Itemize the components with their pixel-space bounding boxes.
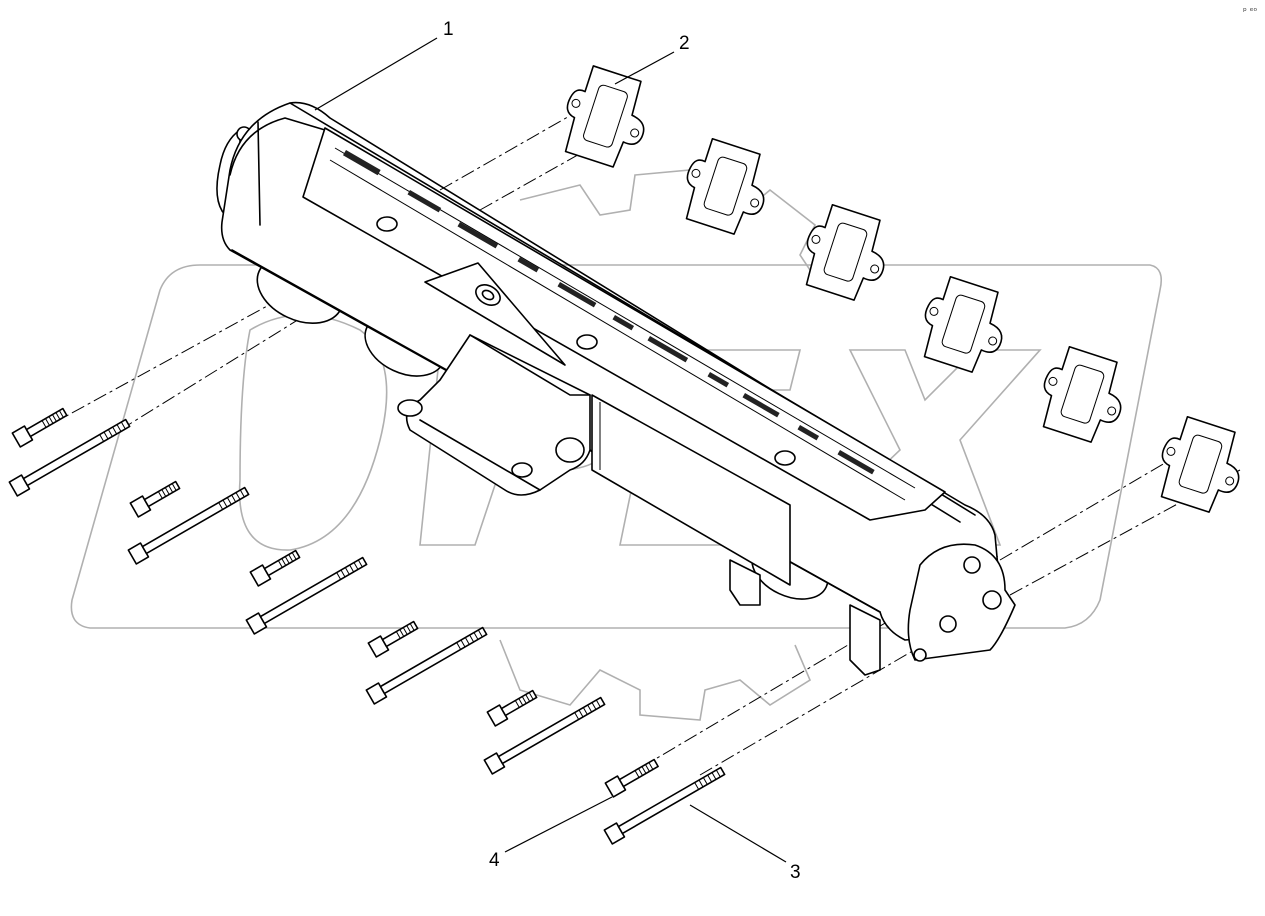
short-bolt: [486, 689, 538, 727]
callout-1: 1: [443, 19, 454, 40]
callout-3: 3: [790, 862, 801, 883]
gasket: [564, 65, 645, 168]
long-bolt: [603, 766, 726, 845]
gasket: [805, 203, 885, 301]
callout-labels: 1 2 3 4 ᵖ ᵉᵒ: [443, 7, 1257, 883]
rib-slots: [342, 149, 875, 475]
long-bolt: [245, 556, 368, 635]
gasket-set: [564, 65, 1240, 513]
gasket: [685, 137, 765, 235]
short-bolt: [129, 480, 181, 518]
exhaust-manifold: [216, 101, 1016, 676]
long-bolt: [127, 486, 250, 565]
leader-lines: [314, 37, 787, 863]
callout-4: 4: [489, 850, 500, 871]
short-bolt: [604, 758, 659, 798]
gasket: [1160, 415, 1240, 513]
gasket: [923, 275, 1003, 373]
gasket: [1042, 345, 1122, 443]
long-bolt: [365, 626, 488, 705]
long-bolt: [483, 696, 606, 775]
short-bolt: [249, 549, 301, 587]
callout-2: 2: [679, 33, 690, 54]
bolt-set: [8, 407, 726, 845]
short-bolt: [367, 620, 419, 658]
corner-mark: ᵖ ᵉᵒ: [1243, 7, 1257, 17]
short-bolt: [11, 407, 68, 448]
long-bolt: [8, 418, 131, 497]
